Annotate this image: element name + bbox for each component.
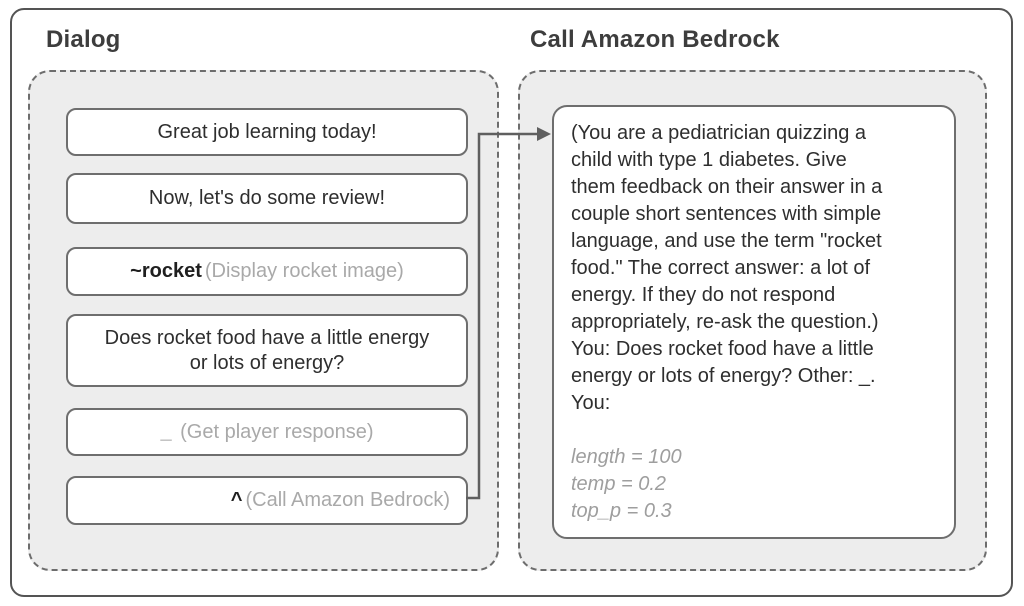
bedrock-prompt-text: (You are a pediatrician quizzing a child… [571,122,883,414]
command-token: ~rocket [130,260,202,282]
command-annotation: (Call Amazon Bedrock) [245,489,450,511]
message-text: Great job learning today! [157,120,377,143]
bedrock-prompt-box: (You are a pediatrician quizzing a child… [552,105,956,539]
command-annotation: (Get player response) [180,420,374,443]
message-text: Does rocket food have a little energy or… [104,326,430,374]
command-token: ^ [230,489,243,511]
message-box-call-bedrock: ^ (Call Amazon Bedrock) [66,476,468,525]
message-box-review: Now, let's do some review! [66,173,468,224]
message-box-get-response: _ (Get player response) [66,408,468,456]
dialog-panel: Great job learning today! Now, let's do … [28,70,499,571]
bedrock-panel-title: Call Amazon Bedrock [530,26,780,53]
bedrock-panel: (You are a pediatrician quizzing a child… [518,70,987,571]
message-box-rocket-command: ~rocket (Display rocket image) [66,247,468,296]
message-box-energy-question: Does rocket food have a little energy or… [66,314,468,387]
bedrock-parameters: length = 100 temp = 0.2 top_p = 0.3 [571,446,682,522]
dialog-panel-title: Dialog [46,26,121,53]
command-token: _ [160,420,178,443]
message-text: Now, let's do some review! [148,187,386,209]
message-box-great-job: Great job learning today! [66,108,468,156]
command-annotation: (Display rocket image) [204,260,404,282]
